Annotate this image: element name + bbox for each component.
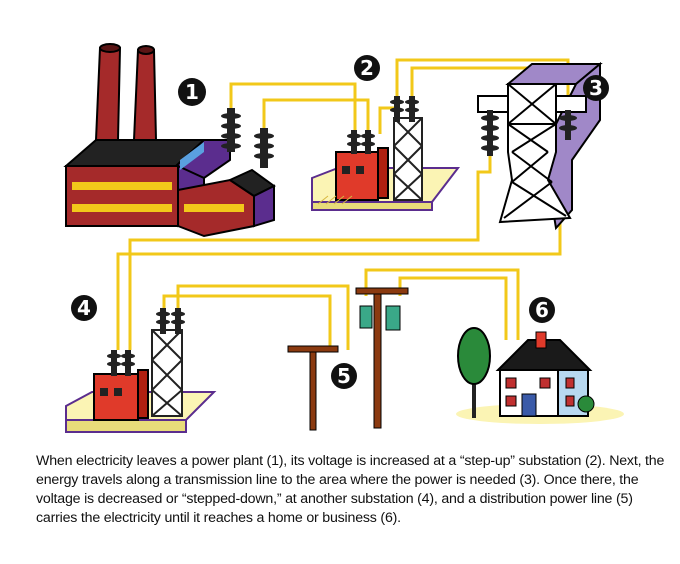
svg-text:2: 2: [360, 56, 374, 80]
badge-1: 1: [178, 78, 206, 106]
svg-text:4: 4: [77, 296, 91, 320]
step-up-substation: [311, 96, 461, 211]
badge-5: 5: [331, 363, 357, 389]
distribution-poles: [287, 287, 409, 431]
power-plant: [63, 43, 276, 238]
svg-text:5: 5: [337, 364, 351, 388]
power-distribution-diagram: 1 2 3 4 5 6: [63, 43, 624, 433]
badge-4: 4: [71, 295, 97, 321]
svg-text:6: 6: [535, 298, 549, 322]
transmission-tower: [477, 61, 603, 231]
badge-6: 6: [529, 297, 555, 323]
plant-insulators: [221, 108, 274, 168]
number-badges: 1 2 3 4 5 6: [71, 55, 609, 389]
badge-2: 2: [354, 55, 380, 81]
svg-text:3: 3: [589, 76, 603, 100]
badge-3: 3: [583, 75, 609, 101]
diagram-caption: When electricity leaves a power plant (1…: [36, 453, 665, 526]
house: [456, 327, 624, 424]
step-down-substation: [65, 308, 217, 433]
svg-text:1: 1: [185, 80, 199, 104]
